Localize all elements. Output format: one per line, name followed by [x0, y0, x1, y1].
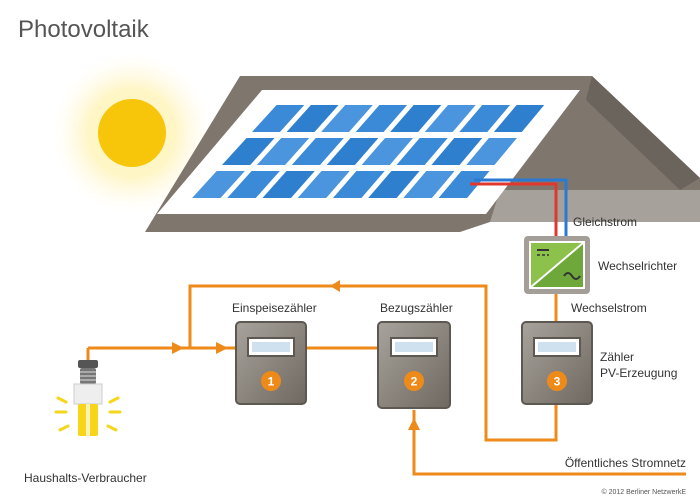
solar-cell [227, 171, 280, 198]
solar-cell [286, 105, 339, 132]
label-zaehler: Zähler [600, 350, 634, 364]
meter-einspeise: 1 [235, 321, 307, 405]
flow-arrows [172, 280, 420, 430]
solar-cell [333, 171, 385, 198]
solar-cell [262, 171, 315, 198]
label-netz: Öffentliches Stromnetz [565, 456, 686, 470]
inverter-box [524, 236, 590, 294]
label-gleichstrom: Gleichstrom [573, 215, 637, 229]
solar-cell [222, 138, 275, 165]
solar-cell [291, 138, 344, 165]
ac-power-lines [88, 284, 686, 476]
meter-bezug: 2 [377, 321, 451, 409]
solar-cell [466, 138, 517, 165]
solar-cell [390, 105, 442, 132]
sun-icon [52, 53, 212, 213]
solar-cell [256, 138, 310, 165]
label-wechselstrom: Wechselstrom [571, 301, 647, 315]
solar-cell [424, 105, 476, 132]
solar-cell [368, 171, 420, 198]
label-pv-erzeugung: PV-Erzeugung [600, 366, 677, 380]
meter-number-2: 2 [411, 375, 418, 389]
solar-cell [192, 171, 245, 198]
label-wechselrichter: Wechselrichter [598, 259, 677, 273]
label-bezugszaehler: Bezugszähler [380, 301, 453, 315]
solar-cells [192, 105, 545, 198]
meter-number-1: 1 [268, 375, 275, 389]
meter-number-3: 3 [554, 375, 561, 389]
dc-cables [470, 178, 568, 236]
solar-cell [321, 105, 373, 132]
light-bulb-icon [54, 348, 122, 436]
label-einspeisezaehler: Einspeisezähler [232, 301, 317, 315]
solar-cell [297, 171, 350, 198]
solar-cell [493, 105, 545, 132]
label-haushalt: Haushalts-Verbraucher [24, 471, 147, 485]
solar-cell [431, 138, 483, 165]
meter-pv: 3 [521, 321, 593, 405]
solar-cell [459, 105, 510, 132]
solar-cell [252, 105, 305, 132]
solar-cell [355, 105, 408, 132]
solar-cell [403, 171, 455, 198]
solar-cell [438, 171, 490, 198]
solar-cell [396, 138, 448, 165]
solar-cell [361, 138, 413, 165]
page-title: Photovoltaik [18, 16, 150, 43]
solar-cell [326, 138, 379, 165]
copyright-text: © 2012 Berliner NetzwerkE [601, 488, 686, 496]
solar-panel [180, 99, 554, 204]
